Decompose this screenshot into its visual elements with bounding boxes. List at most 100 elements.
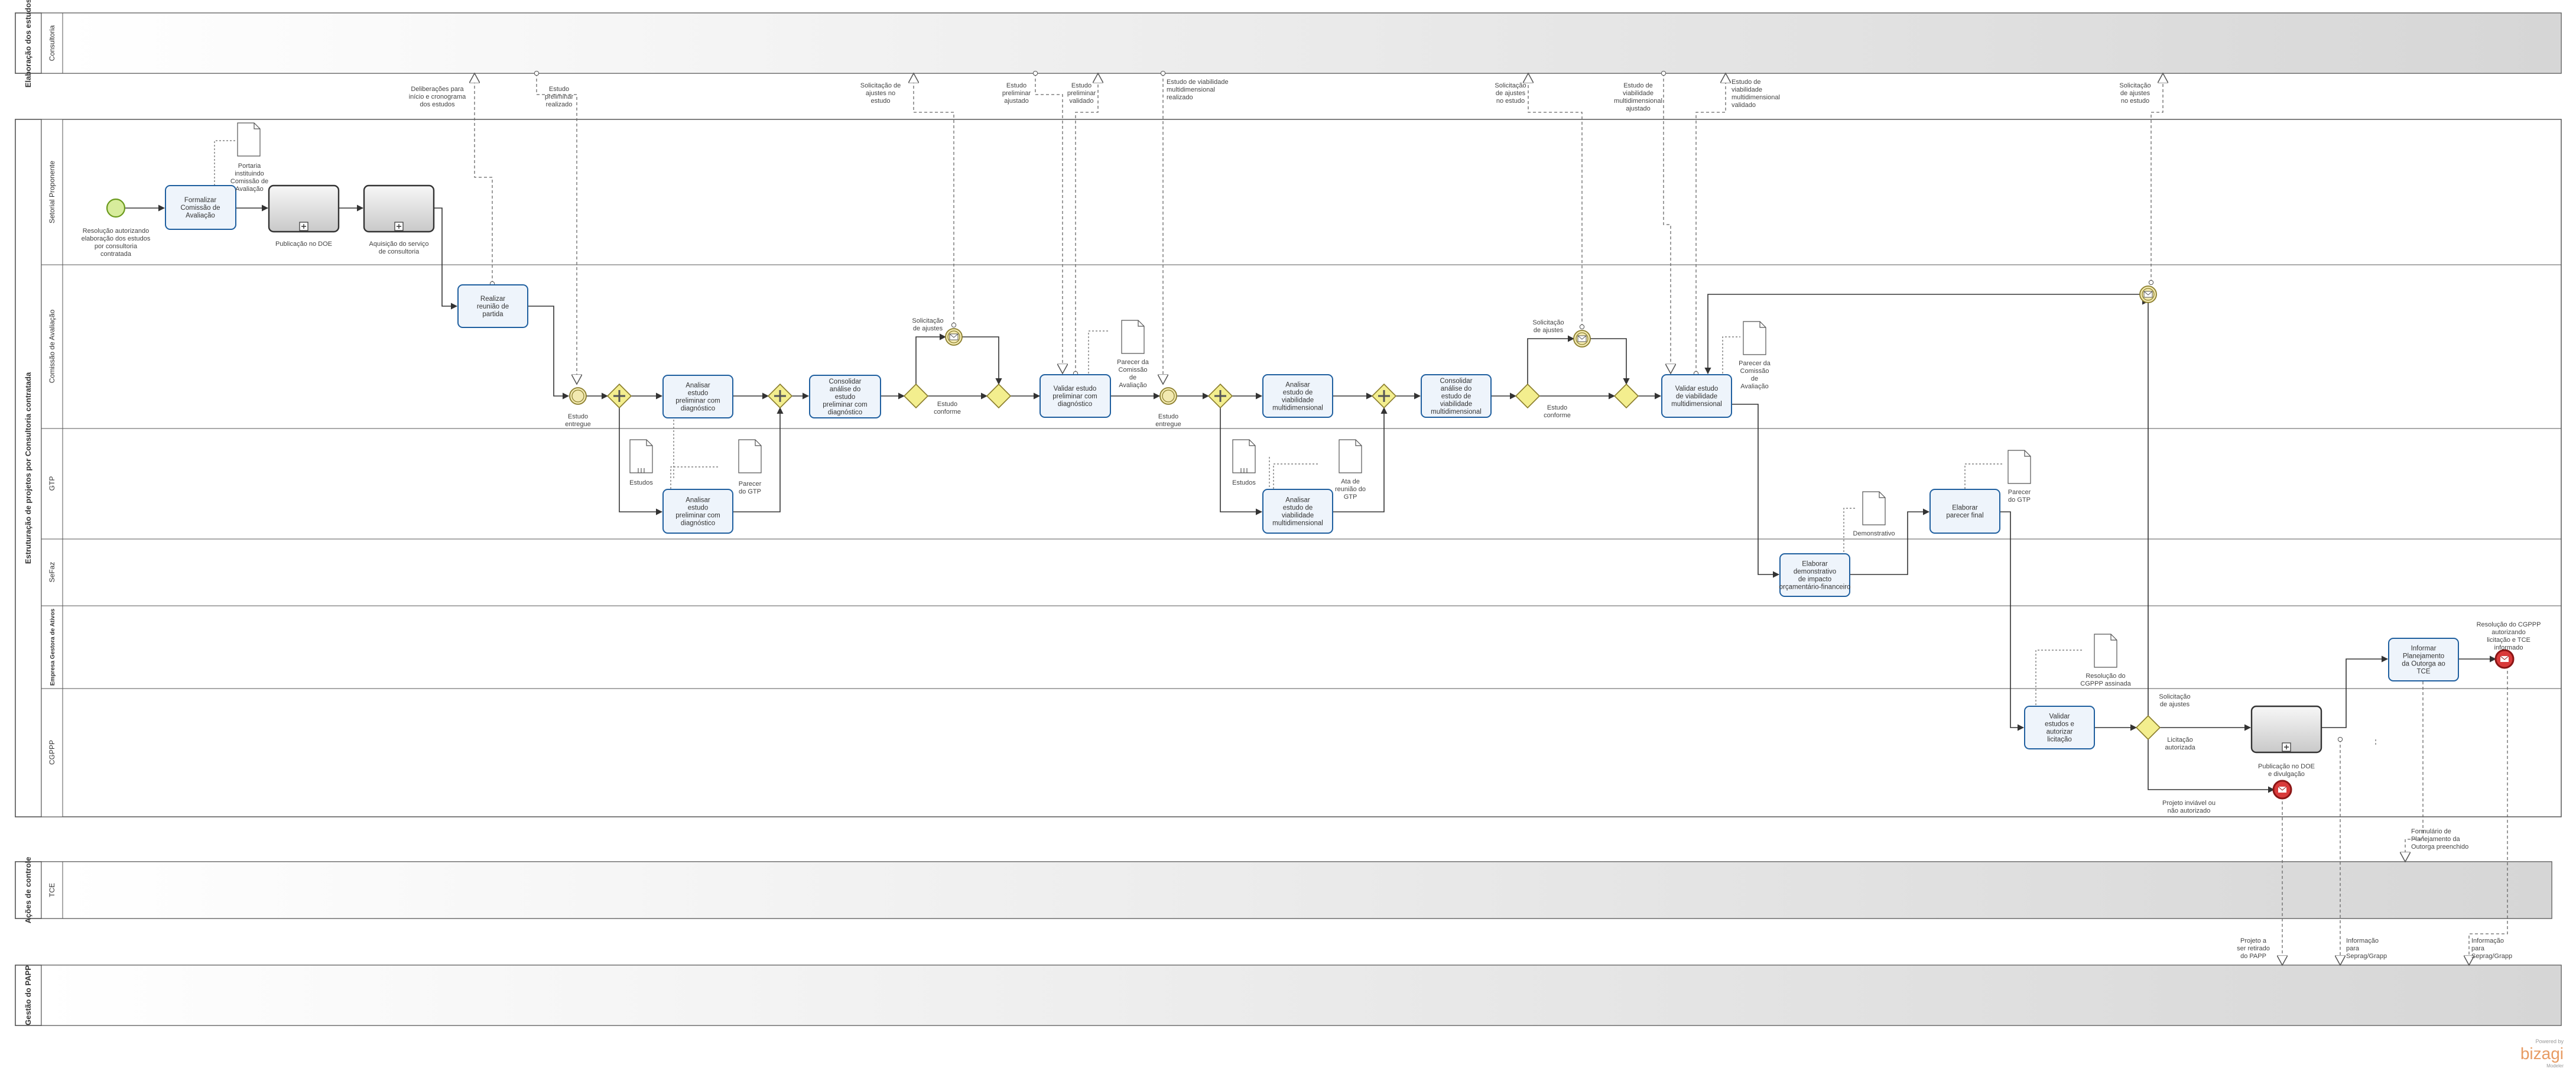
task-formalizar[interactable] bbox=[165, 185, 236, 230]
document-icon bbox=[738, 439, 762, 473]
gateway-merge-2 bbox=[1613, 383, 1639, 409]
task-validar-1[interactable] bbox=[1040, 374, 1111, 418]
subprocess-doe[interactable] bbox=[268, 184, 340, 233]
document-icon bbox=[1121, 320, 1145, 354]
task-informar[interactable] bbox=[2388, 638, 2459, 681]
lane-title-consultoria: Consultoria bbox=[48, 25, 56, 61]
lane-title-empresa: Empresa Gestora de Ativos bbox=[50, 608, 56, 686]
document-icon bbox=[1339, 439, 1362, 473]
bizagi-logo: Powered by bizagi Modeler bbox=[2520, 1038, 2564, 1069]
pool-title-estruturacao: Estruturação de projetos por Consultoria… bbox=[24, 372, 33, 564]
end-event-informado bbox=[2494, 649, 2515, 669]
task-analisar-ca-2[interactable] bbox=[1262, 374, 1333, 418]
pool-gestao: Gestão do PAPP bbox=[15, 965, 2562, 1026]
task-analisar-gtp-2[interactable] bbox=[1262, 489, 1333, 534]
message-flows bbox=[475, 73, 2508, 965]
gateway-cgppp bbox=[2135, 715, 2161, 741]
lane-title-setorial: Setorial Proponente bbox=[48, 161, 56, 223]
subprocess-label: Publicação no DOE bbox=[275, 241, 332, 248]
document-icon bbox=[1232, 439, 1256, 473]
task-validar-cgppp[interactable] bbox=[2024, 706, 2095, 749]
svg-text:Powered by: Powered by bbox=[2535, 1038, 2564, 1044]
task-validar-2[interactable] bbox=[1661, 374, 1732, 418]
gateway-parallel-join-1 bbox=[767, 383, 793, 409]
lane-title-sefaz: SeFaz bbox=[48, 562, 56, 583]
document-icon bbox=[2007, 450, 2031, 484]
task-analisar-ca-1[interactable] bbox=[662, 375, 733, 418]
lane-title-tce: TCE bbox=[48, 883, 56, 897]
document-icon bbox=[629, 439, 653, 473]
pool-estruturacao: Estruturação de projetos por Consultoria… bbox=[15, 119, 2562, 817]
subprocesses bbox=[268, 184, 2322, 754]
document-label: Demonstrativo bbox=[1853, 530, 1895, 537]
gateway-merge-1 bbox=[986, 383, 1012, 409]
end-event-inviavel bbox=[2272, 780, 2292, 800]
document-icon bbox=[1862, 491, 1886, 525]
lane-title-cgppp: CGPPP bbox=[48, 740, 56, 765]
task-parecer-final[interactable] bbox=[1929, 489, 2000, 534]
task-consolidar-2[interactable] bbox=[1421, 374, 1492, 418]
events bbox=[106, 198, 2515, 800]
documents bbox=[237, 122, 2117, 668]
intermediate-event-ajustes-3 bbox=[2139, 285, 2157, 303]
document-icon bbox=[237, 122, 261, 157]
task-reuniao[interactable] bbox=[457, 284, 528, 328]
pool-elaboracao: Elaboração dos estudos Consultoria bbox=[15, 0, 2562, 87]
document-label: Estudos bbox=[629, 479, 653, 486]
task-demonstrativo[interactable] bbox=[1779, 553, 1850, 597]
task-consolidar-1[interactable] bbox=[809, 375, 881, 418]
gateways bbox=[606, 383, 2161, 741]
subprocess-aquisicao[interactable] bbox=[363, 184, 435, 233]
tasks bbox=[165, 185, 2459, 749]
gateway-conforme-1 bbox=[903, 383, 929, 409]
gateway-parallel-split-1 bbox=[606, 383, 632, 409]
task-analisar-gtp-1[interactable] bbox=[662, 489, 733, 534]
pool-title-controle: Ações de controle bbox=[24, 857, 33, 924]
svg-text:bizagi: bizagi bbox=[2520, 1044, 2564, 1063]
gateway-conforme-2 bbox=[1515, 383, 1541, 409]
subprocess-divulgacao[interactable] bbox=[2250, 705, 2322, 754]
document-icon bbox=[2094, 634, 2117, 668]
intermediate-event-ajustes-1 bbox=[945, 328, 963, 346]
